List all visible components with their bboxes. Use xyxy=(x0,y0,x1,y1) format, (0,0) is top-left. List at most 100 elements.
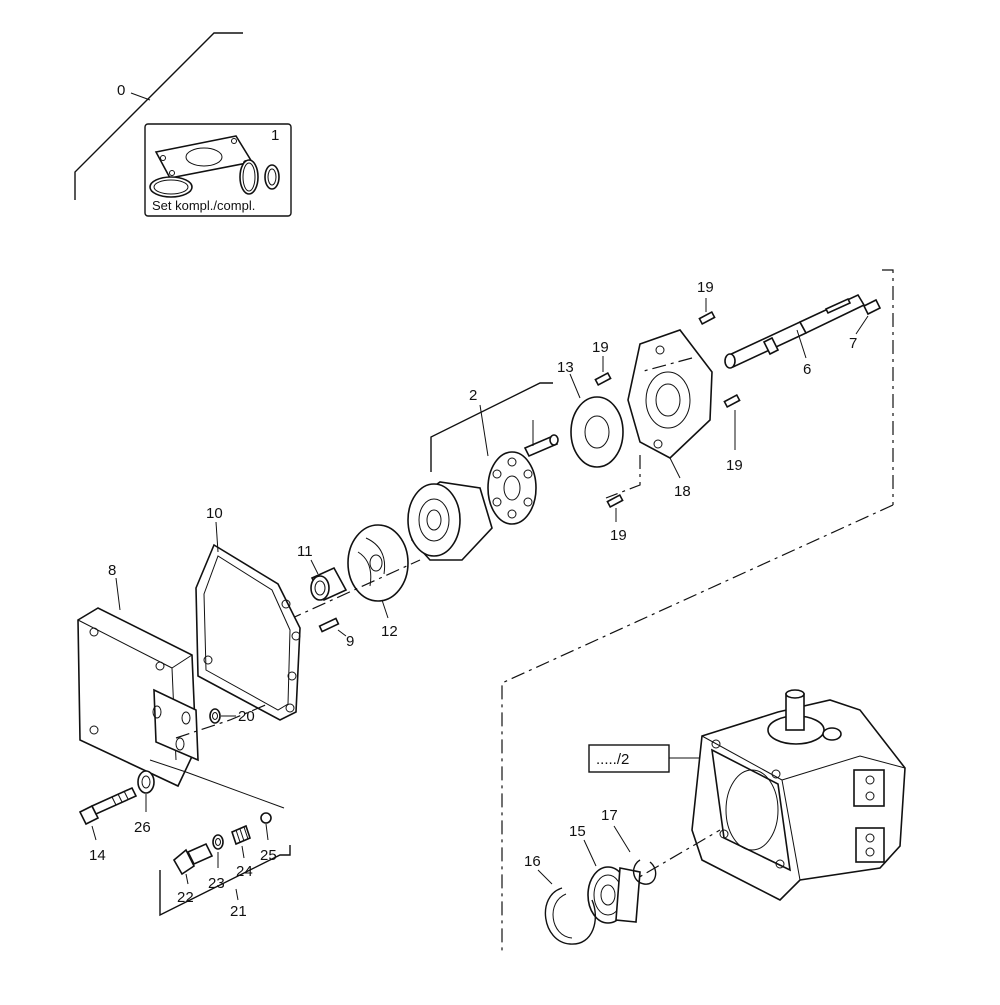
kit-o-ring-medium-inner xyxy=(242,162,256,192)
thrust-washer-group: 13 xyxy=(557,359,624,468)
valve-plate xyxy=(347,524,409,602)
plug-washer-hole xyxy=(215,838,221,846)
thrust-washer-hole xyxy=(584,415,610,449)
leader-18 xyxy=(669,457,681,479)
end-cover-port xyxy=(181,711,191,725)
fastener-group: 14 26 20 xyxy=(78,703,285,864)
plug-screw-head xyxy=(172,848,196,876)
leader-8 xyxy=(115,577,121,611)
seal-ring xyxy=(209,708,221,724)
swashplate-pin-hole xyxy=(655,345,665,355)
housing-bolt-hole xyxy=(775,859,785,869)
pump-housing-flange xyxy=(710,748,791,872)
kit-group: 0 1 Set kompl./compl. xyxy=(74,32,292,217)
callout-7: 7 xyxy=(849,335,857,352)
housing-boundary xyxy=(501,504,894,955)
pin-axis xyxy=(639,357,693,373)
pump-housing xyxy=(691,699,906,901)
retainer-plate-hole xyxy=(503,475,521,501)
callout-2: 2 xyxy=(469,387,477,404)
swashplate-bore xyxy=(645,371,691,429)
callout-1: 1 xyxy=(271,127,279,144)
retainer-plate-bore xyxy=(492,469,502,479)
callout-16: 16 xyxy=(524,853,541,870)
kit-seal-ring xyxy=(264,164,280,190)
retainer-plate-bore xyxy=(523,497,533,507)
swashplate-pin-hole xyxy=(653,439,663,449)
reference-label: ...../2 xyxy=(596,751,629,768)
cylinder-block-face xyxy=(407,483,461,557)
bearing-axis xyxy=(599,829,721,901)
drive-shaft-spline xyxy=(762,336,780,356)
cover-gasket xyxy=(195,543,301,721)
sealing-washer xyxy=(137,770,155,794)
callout-10: 10 xyxy=(206,505,223,522)
port-block-hole xyxy=(865,791,875,801)
gasket-bolt-hole xyxy=(285,703,295,713)
port-block-hole xyxy=(865,847,875,857)
needle-bearing-face xyxy=(310,575,330,601)
leader-13 xyxy=(569,373,581,399)
end-cover-port xyxy=(175,737,185,751)
callout-12: 12 xyxy=(381,623,398,640)
gasket-group: 10 xyxy=(195,505,301,721)
external-snap-ring xyxy=(633,859,657,885)
dowel-pin xyxy=(723,393,741,409)
end-cover-bolt-hole xyxy=(89,627,99,637)
retainer-plate-bore xyxy=(492,497,502,507)
plug-screw-body xyxy=(186,842,214,866)
kit-caption: Set kompl./compl. xyxy=(152,198,255,213)
bearing-group: 15 16 17 xyxy=(524,807,657,945)
leader-16 xyxy=(537,869,553,885)
callout-23: 23 xyxy=(208,875,225,892)
callout-9: 9 xyxy=(346,633,354,650)
internal-snap-ring xyxy=(544,887,596,945)
swashplate-inner-bore xyxy=(655,383,681,417)
pump-housing-group: ...../2 xyxy=(501,504,906,955)
housing-bolt-hole xyxy=(771,769,781,779)
thrust-washer xyxy=(570,396,624,468)
plug-washer xyxy=(212,834,224,850)
leader-22 xyxy=(185,873,189,885)
kit-o-ring-large-inner xyxy=(153,179,189,195)
kit-bolt-hole xyxy=(231,138,237,144)
shaft-boundary xyxy=(882,269,894,505)
end-cover-port xyxy=(152,705,162,719)
kit-bolt-hole xyxy=(169,170,175,176)
valve-plate-hole xyxy=(369,554,383,572)
kit-bracket xyxy=(74,32,243,200)
kit-gasket-hole xyxy=(185,147,223,167)
callout-19-bottom: 19 xyxy=(610,527,627,544)
pump-housing-port-block xyxy=(853,769,885,807)
pump-housing-port-block xyxy=(855,827,885,863)
dowel-pin xyxy=(606,493,624,509)
dowel-pin xyxy=(594,371,612,387)
leader-15 xyxy=(583,839,597,867)
dowel-pin xyxy=(698,310,716,326)
leader-12 xyxy=(381,599,389,619)
callout-19-top: 19 xyxy=(697,279,714,296)
leader-14 xyxy=(91,825,97,841)
leader-2 xyxy=(479,404,489,457)
plug-assembly-group: 21 22 23 24 25 xyxy=(159,812,291,920)
callout-11: 11 xyxy=(297,543,313,560)
seal-ring-hole xyxy=(212,712,218,720)
plug-spring-coils xyxy=(235,826,249,843)
leader-6 xyxy=(796,329,807,359)
end-cover-group: 8 xyxy=(77,562,199,788)
retainer-plate-bore xyxy=(507,509,517,519)
centre-pin-end xyxy=(549,434,559,446)
leader-17 xyxy=(613,825,631,853)
callout-14: 14 xyxy=(89,847,106,864)
leader-24 xyxy=(241,845,245,859)
leader-11 xyxy=(310,559,319,575)
housing-bolt-hole xyxy=(711,739,721,749)
shaft-key xyxy=(862,298,882,316)
cap-screw-thread xyxy=(111,790,129,806)
rotating-group-bracket xyxy=(430,382,553,472)
seal-axis xyxy=(175,703,269,739)
kit-box xyxy=(144,123,292,217)
ball-bearing-bore xyxy=(600,884,616,906)
